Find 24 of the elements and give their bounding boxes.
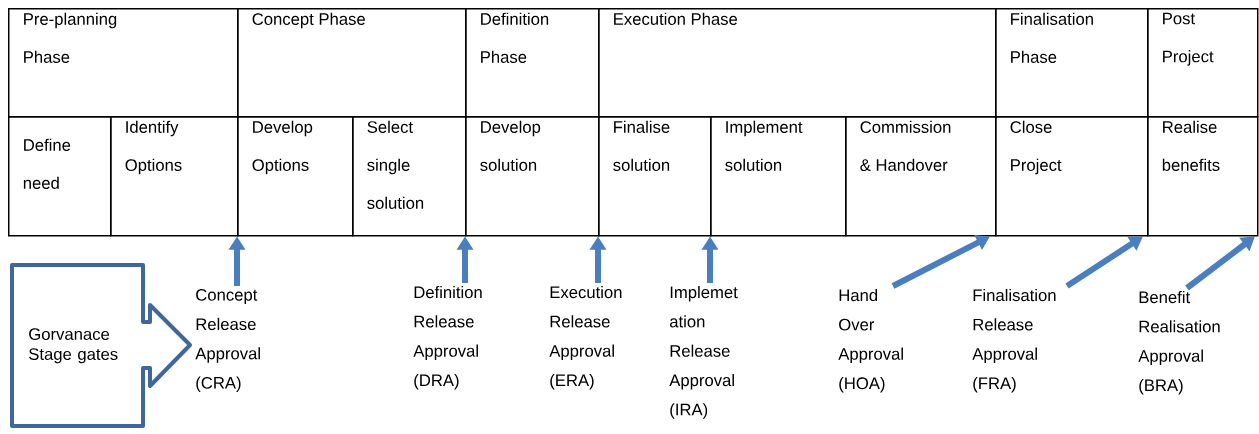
step-cell: Identify Options [110,116,239,237]
step-cell: Develop Options [237,116,354,237]
gate-label: Finalisation Release Approval (FRA) [972,288,1056,393]
step-cell: Implement solution [710,116,847,237]
step-cell: Select single solution [352,116,467,237]
step-cell: Close Project [995,116,1149,237]
gate-label: Concept Release Approval (CRA) [195,288,260,392]
phase-cell: Execution Phase [598,8,997,118]
gate-label: Benefit Realisation Approval (BRA) [1138,290,1220,395]
gate-label: Hand Over Approval (HOA) [838,288,903,393]
step-cell: Finalise solution [598,116,712,237]
step-cell: Define need [8,116,112,237]
gate-label: Definition Release Approval (DRA) [413,285,482,390]
arrow [1185,236,1255,291]
step-cell: Develop solution [465,116,600,237]
gate-label: Implemet ation Release Approval (IRA) [669,285,738,419]
phase-cell: Finalisation Phase [995,8,1149,118]
phase-cell: Post Project [1147,8,1259,118]
step-cell: Realise benefits [1147,116,1259,237]
phase-cell: Pre-planning Phase [8,8,239,118]
phase-cell: Definition Phase [465,8,600,118]
gate-label: Execution Release Approval (ERA) [549,285,622,390]
step-cell: Commission & Handover [845,116,997,237]
phase-cell: Concept Phase [237,8,467,118]
